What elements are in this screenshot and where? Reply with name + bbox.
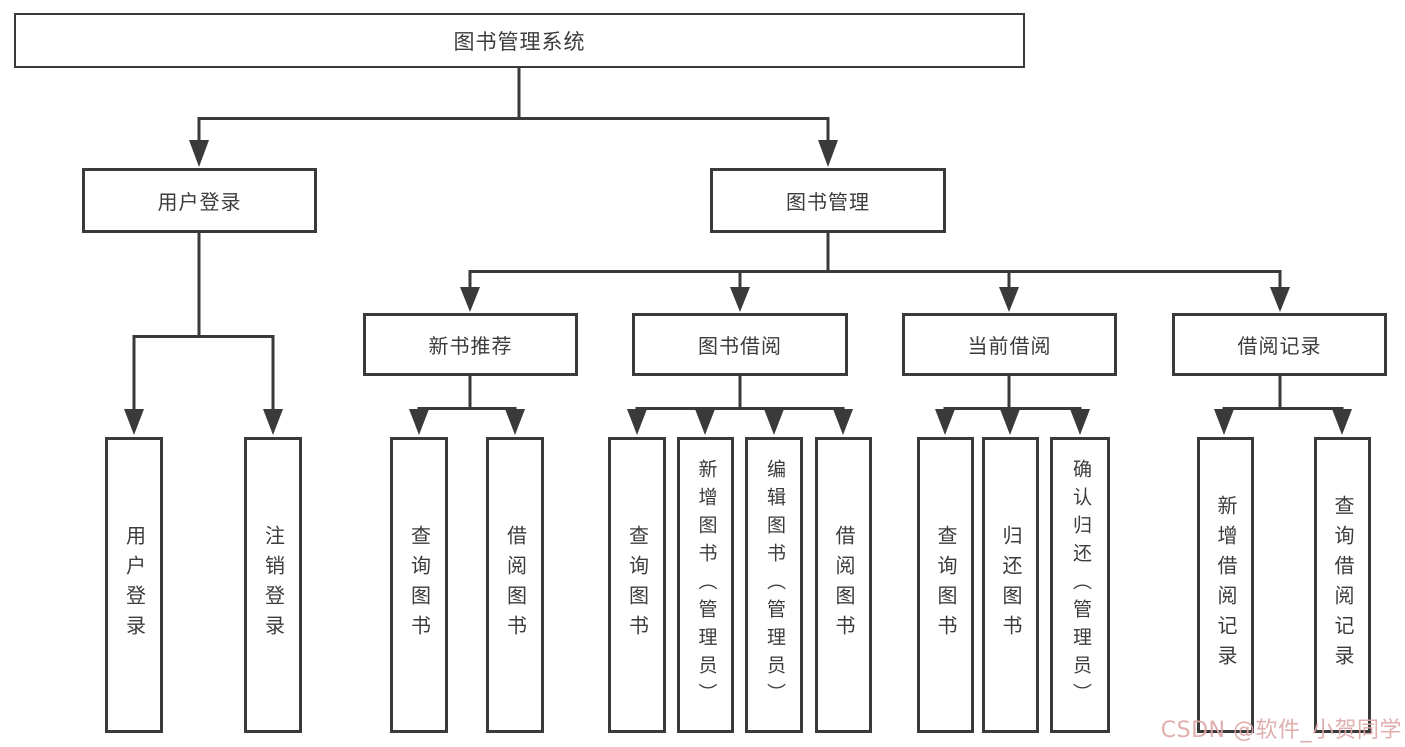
node-label: 借阅图书 xyxy=(832,525,856,645)
leaf-query-borrow-record: 查询借阅记录 xyxy=(1314,437,1371,733)
leaf-edit-book-admin: 编辑图书（管理员） xyxy=(745,437,803,733)
leaf-query-books-recommend: 查询图书 xyxy=(390,437,448,733)
node-label: 注销登录 xyxy=(261,525,286,645)
node-borrowing-records: 借阅记录 xyxy=(1172,313,1387,376)
csdn-watermark: CSDN @软件_小贺同学 xyxy=(1160,718,1402,743)
node-label: 查询图书 xyxy=(934,525,958,645)
leaf-borrow-books-borrowing: 借阅图书 xyxy=(815,437,872,733)
leaf-return-books: 归还图书 xyxy=(982,437,1039,733)
connector-new-book-children xyxy=(417,375,517,412)
node-label: 新增借阅记录 xyxy=(1214,495,1238,675)
leaf-logout: 注销登录 xyxy=(244,437,302,733)
connector-current-borrow-children xyxy=(943,375,1082,412)
node-label: 用户登录 xyxy=(157,190,242,214)
node-label: 归还图书 xyxy=(999,525,1023,645)
leaf-add-book-admin: 新增图书（管理员） xyxy=(677,437,734,733)
node-label: 借阅图书 xyxy=(503,525,528,645)
connector-user-login-children xyxy=(132,231,275,411)
leaf-query-books-borrowing: 查询图书 xyxy=(608,437,666,733)
node-user-login: 用户登录 xyxy=(82,168,317,233)
node-label: 新增图书（管理员） xyxy=(695,459,718,711)
node-label: 查询图书 xyxy=(407,525,432,645)
node-label: 新书推荐 xyxy=(428,334,513,358)
node-current-borrowing: 当前借阅 xyxy=(902,313,1117,376)
connector-borrow-record-children xyxy=(1222,375,1344,412)
leaf-borrow-books-recommend: 借阅图书 xyxy=(486,437,544,733)
node-label: 图书借阅 xyxy=(698,334,782,358)
node-label: 确认归还（管理员） xyxy=(1069,459,1092,711)
node-label: 用户登录 xyxy=(122,525,147,645)
connector-root-to-level2 xyxy=(197,68,830,142)
leaf-query-books-current: 查询图书 xyxy=(917,437,974,733)
node-new-book-recommendation: 新书推荐 xyxy=(363,313,578,376)
node-book-management: 图书管理 xyxy=(710,168,946,233)
node-label: 查询借阅记录 xyxy=(1331,495,1355,675)
node-label: 编辑图书（管理员） xyxy=(763,459,786,711)
node-book-borrowing: 图书借阅 xyxy=(632,313,848,376)
node-label: 借阅记录 xyxy=(1237,334,1322,358)
leaf-user-login: 用户登录 xyxy=(105,437,163,733)
node-label: 图书管理系统 xyxy=(453,29,586,54)
connector-book-management-children xyxy=(468,231,1282,289)
node-label: 查询图书 xyxy=(625,525,650,645)
leaf-add-borrow-record: 新增借阅记录 xyxy=(1197,437,1254,733)
node-label: 图书管理 xyxy=(786,190,870,214)
node-label: 当前借阅 xyxy=(967,334,1052,358)
node-library-management-system: 图书管理系统 xyxy=(14,13,1025,68)
connector-book-borrow-children xyxy=(635,375,845,412)
leaf-confirm-return-admin: 确认归还（管理员） xyxy=(1050,437,1110,733)
arrowheads xyxy=(124,140,1352,435)
